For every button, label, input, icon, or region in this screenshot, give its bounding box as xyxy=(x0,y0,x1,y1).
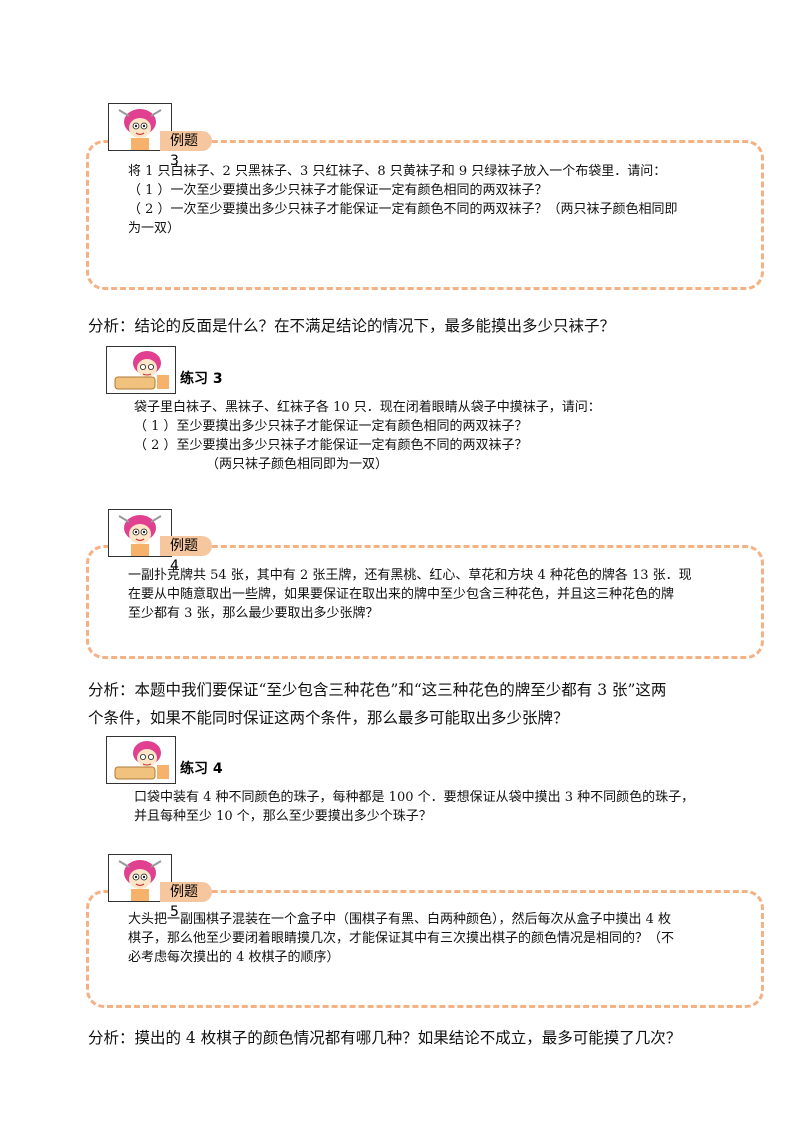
practice3-line-2: （ 1 ）至少要摸出多少只袜子才能保证一定有颜色相同的两双袜子？ xyxy=(134,419,528,434)
example4-line-1: 一副扑克牌共 54 张，其中有 2 张王牌，还有黑桃、红心、草花和方块 4 种花… xyxy=(128,568,692,583)
practice3-label: 练习 3 xyxy=(180,371,223,387)
practice3-text: 袋子里白袜子、黑袜子、红袜子各 10 只．现在闭着眼睛从袋子中摸袜子，请问： （… xyxy=(134,398,601,474)
example3-line-4: 为一双） xyxy=(128,221,181,236)
example5-box xyxy=(86,890,764,1008)
example3-line-1: 将 1 只白袜子、2 只黑袜子、3 只红袜子、8 只黄袜子和 9 只绿袜子放入一… xyxy=(128,164,667,179)
example5-text: 大头把一副围棋子混装在一个盒子中（围棋子有黑、白两种颜色），然后每次从盒子中摸出… xyxy=(128,910,674,967)
analysis4: 分析：本题中我们要保证“至少包含三种花色”和“这三种花色的牌至少都有 3 张”这… xyxy=(88,676,666,732)
example4-label: 例题 4 xyxy=(160,536,212,574)
practice4-label: 练习 4 xyxy=(180,761,223,777)
example5-line-2: 棋子，那么他至少要闭着眼睛摸几次，才能保证其中有三次摸出棋子的颜色情况是相同的？… xyxy=(128,931,675,946)
example3-line-2: （ 1 ）一次至少要摸出多少只袜子才能保证一定有颜色相同的两双袜子？ xyxy=(128,183,548,198)
analysis5: 分析：摸出的 4 枚棋子的颜色情况都有哪几种？如果结论不成立，最多可能摸了几次？ xyxy=(88,1029,682,1047)
cartoon-girl-scroll-icon xyxy=(106,346,176,394)
example3-text: 将 1 只白袜子、2 只黑袜子、3 只红袜子、8 只黄袜子和 9 只绿袜子放入一… xyxy=(128,162,678,238)
example4-line-2: 在要从中随意取出一些牌，如果要保证在取出来的牌中至少包含三种花色，并且这三种花色… xyxy=(128,587,675,602)
example3-line-3: （ 2 ）一次至少要摸出多少只袜子才能保证一定有颜色不同的两双袜子？（两只袜子颜… xyxy=(128,202,678,217)
example3-label: 例题 3 xyxy=(160,131,212,169)
example5-line-1: 大头把一副围棋子混装在一个盒子中（围棋子有黑、白两种颜色），然后每次从盒子中摸出… xyxy=(128,912,672,927)
practice3-line-4: （两只袜子颜色相同即为一双） xyxy=(206,457,389,472)
analysis3: 分析：结论的反面是什么？在不满足结论的情况下，最多能摸出多少只袜子？ xyxy=(88,317,616,335)
cartoon-girl-icon xyxy=(108,509,172,557)
practice3-line-3: （ 2 ）至少要摸出多少只袜子才能保证一定有颜色不同的两双袜子？ xyxy=(134,438,528,453)
example5-line-3: 必考虑每次摸出的 4 枚棋子的顺序） xyxy=(128,950,340,965)
example4-line-3: 至少都有 3 张，那么最少要取出多少张牌？ xyxy=(128,606,379,621)
example4-box xyxy=(86,545,764,659)
practice4-line-1: 口袋中装有 4 种不同颜色的珠子，每种都是 100 个．要想保证从袋中摸出 3 … xyxy=(134,790,695,805)
example4-text: 一副扑克牌共 54 张，其中有 2 张王牌，还有黑桃、红心、草花和方块 4 种花… xyxy=(128,566,692,623)
example3-box xyxy=(86,140,764,290)
practice4-line-2: 并且每种至少 10 个，那么至少要摸出多少个珠子？ xyxy=(134,809,432,824)
example4-label-text: 例题 4 xyxy=(170,538,198,574)
cartoon-girl-scroll-icon xyxy=(106,736,176,784)
example5-label: 例题 5 xyxy=(160,882,212,920)
example3-label-text: 例题 3 xyxy=(170,133,198,169)
example5-label-text: 例题 5 xyxy=(170,884,198,920)
analysis4-line-2: 个条件，如果不能同时保证这两个条件，那么最多可能取出多少张牌？ xyxy=(88,709,569,727)
practice3-line-1: 袋子里白袜子、黑袜子、红袜子各 10 只．现在闭着眼睛从袋子中摸袜子，请问： xyxy=(134,400,601,415)
practice4-text: 口袋中装有 4 种不同颜色的珠子，每种都是 100 个．要想保证从袋中摸出 3 … xyxy=(134,788,694,826)
analysis4-line-1: 分析：本题中我们要保证“至少包含三种花色”和“这三种花色的牌至少都有 3 张”这… xyxy=(88,681,667,699)
